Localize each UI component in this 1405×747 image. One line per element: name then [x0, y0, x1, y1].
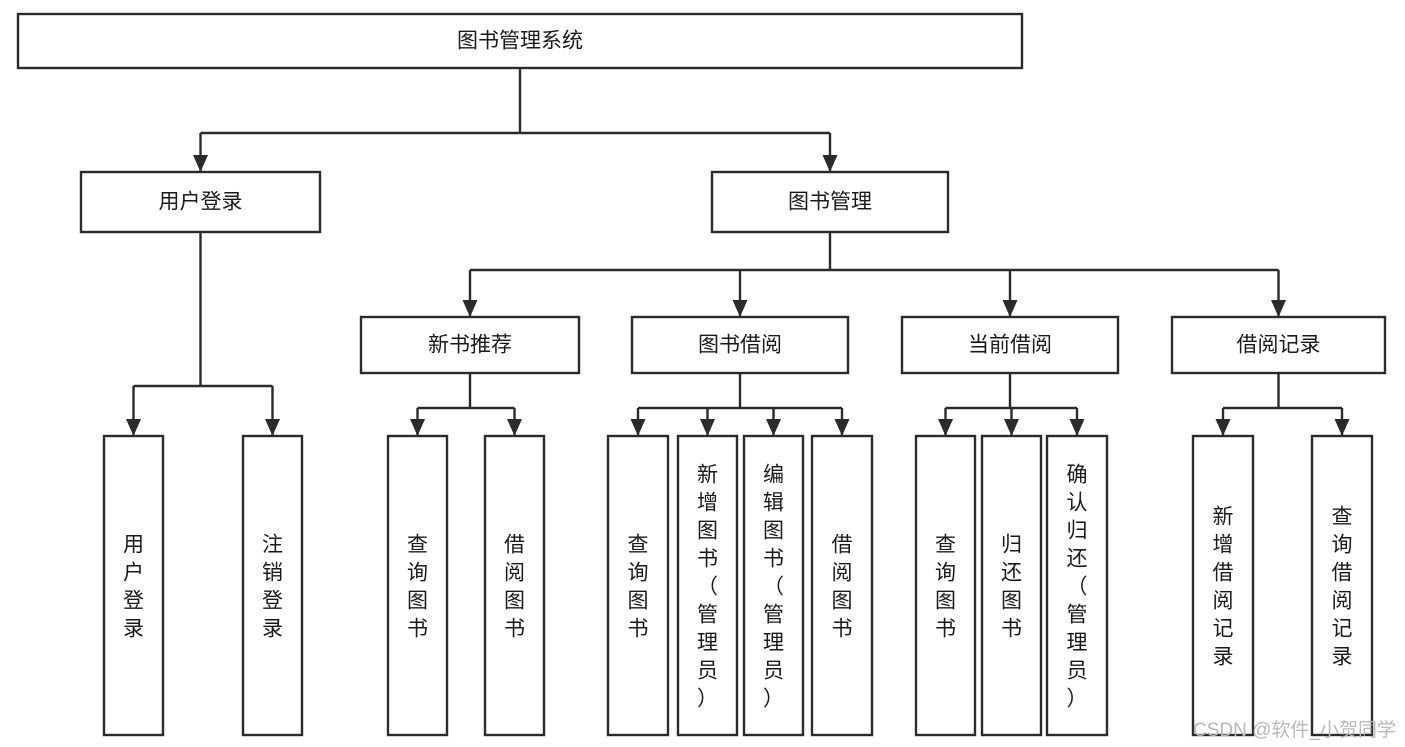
- node-label-leaf-borrow-book-1: 借阅图书: [504, 533, 525, 640]
- arrow-head-icon: [507, 419, 522, 436]
- node-label-leaf-borrow-book-2: 借阅图书: [832, 533, 853, 640]
- arrow-head-icon: [193, 155, 208, 172]
- csdn-watermark: CSDN @软件_小贺同学: [1193, 719, 1396, 741]
- edge-group-new-book-rec: [410, 373, 522, 436]
- node-box-borrow-record[interactable]: [1170, 315, 1387, 375]
- node-layer: 图书管理系统用户登录图书管理新书推荐图书借阅当前借阅借阅记录用户登录注销登录查询…: [16, 12, 1387, 737]
- node-leaf-add-book[interactable]: 新增图书（管理员）: [676, 434, 739, 737]
- arrow-head-icon: [126, 419, 141, 436]
- node-label-borrow-record: 借阅记录: [1237, 334, 1321, 357]
- node-box-leaf-return-book[interactable]: [980, 434, 1043, 737]
- node-box-leaf-query-book-2[interactable]: [606, 434, 670, 737]
- node-label-leaf-query-book-2: 查询图书: [628, 533, 649, 640]
- arrow-head-icon: [732, 300, 748, 317]
- arrow-head-icon: [822, 155, 838, 172]
- node-box-leaf-query-record[interactable]: [1310, 434, 1374, 737]
- node-label-leaf-return-book: 归还图书: [1001, 533, 1022, 640]
- edge-group-book-borrow: [630, 373, 850, 436]
- node-box-leaf-logout[interactable]: [241, 434, 304, 737]
- node-label-leaf-logout: 注销登录: [262, 533, 283, 640]
- node-box-leaf-borrow-book-1[interactable]: [483, 434, 546, 737]
- node-leaf-edit-book[interactable]: 编辑图书（管理员）: [742, 434, 805, 737]
- arrow-head-icon: [1004, 419, 1019, 436]
- arrow-head-icon: [1334, 419, 1350, 436]
- node-leaf-query-record[interactable]: 查询借阅记录: [1310, 434, 1374, 737]
- arrow-head-icon: [1271, 300, 1286, 317]
- node-leaf-user-login[interactable]: 用户登录: [102, 434, 165, 737]
- node-current-borrow[interactable]: 当前借阅: [900, 315, 1120, 375]
- node-box-new-book-rec[interactable]: [359, 315, 581, 375]
- node-leaf-add-record[interactable]: 新增借阅记录: [1191, 434, 1255, 737]
- arrow-head-icon: [834, 419, 850, 436]
- edge-group-book-manage: [462, 232, 1286, 317]
- node-leaf-confirm-return[interactable]: 确认归还（管理员）: [1045, 434, 1109, 737]
- node-leaf-borrow-book-1[interactable]: 借阅图书: [483, 434, 546, 737]
- node-label-leaf-confirm-return: 确认归还（管理员）: [1067, 463, 1088, 710]
- node-leaf-logout[interactable]: 注销登录: [241, 434, 304, 737]
- arrow-head-icon: [766, 419, 781, 436]
- edge-group-current-borrow: [938, 373, 1085, 436]
- arrow-head-icon: [410, 419, 425, 436]
- node-box-leaf-query-book-1[interactable]: [386, 434, 449, 737]
- node-label-leaf-query-book-1: 查询图书: [407, 533, 428, 640]
- node-box-root[interactable]: [16, 12, 1024, 70]
- node-book-manage[interactable]: 图书管理: [710, 170, 950, 234]
- node-label-leaf-add-record: 新增借阅记录: [1213, 505, 1234, 668]
- edge-group-borrow-record: [1215, 373, 1350, 436]
- node-label-book-borrow: 图书借阅: [698, 334, 782, 357]
- node-label-leaf-query-record: 查询借阅记录: [1332, 505, 1353, 668]
- node-box-user-login[interactable]: [79, 170, 322, 234]
- node-leaf-return-book[interactable]: 归还图书: [980, 434, 1043, 737]
- connector-layer: [126, 68, 1350, 436]
- node-label-user-login: 用户登录: [159, 191, 243, 214]
- edge-group-user-login: [126, 232, 280, 436]
- node-book-borrow[interactable]: 图书借阅: [630, 315, 850, 375]
- arrow-head-icon: [462, 300, 478, 317]
- node-label-leaf-query-book-3: 查询图书: [935, 533, 956, 640]
- node-label-leaf-user-login: 用户登录: [123, 533, 144, 640]
- node-leaf-borrow-book-2[interactable]: 借阅图书: [810, 434, 874, 737]
- arrow-head-icon: [938, 419, 953, 436]
- node-label-leaf-add-book: 新增图书（管理员）: [697, 463, 718, 710]
- node-user-login[interactable]: 用户登录: [79, 170, 322, 234]
- arrow-head-icon: [1002, 300, 1018, 317]
- node-new-book-rec[interactable]: 新书推荐: [359, 315, 581, 375]
- node-box-leaf-edit-book[interactable]: [742, 434, 805, 737]
- node-borrow-record[interactable]: 借阅记录: [1170, 315, 1387, 375]
- node-box-current-borrow[interactable]: [900, 315, 1120, 375]
- arrow-head-icon: [1069, 419, 1085, 436]
- node-label-new-book-rec: 新书推荐: [428, 334, 512, 357]
- arrow-head-icon: [1215, 419, 1231, 436]
- node-label-book-manage: 图书管理: [788, 191, 872, 214]
- node-leaf-query-book-3[interactable]: 查询图书: [914, 434, 977, 737]
- arrow-head-icon: [630, 419, 646, 436]
- node-box-book-borrow[interactable]: [630, 315, 850, 375]
- node-box-leaf-user-login[interactable]: [102, 434, 165, 737]
- node-label-leaf-edit-book: 编辑图书（管理员）: [763, 463, 784, 710]
- edge-group-root: [193, 68, 838, 172]
- node-box-leaf-add-record[interactable]: [1191, 434, 1255, 737]
- node-box-leaf-add-book[interactable]: [676, 434, 739, 737]
- node-root[interactable]: 图书管理系统: [16, 12, 1024, 70]
- node-box-leaf-borrow-book-2[interactable]: [810, 434, 874, 737]
- node-label-root: 图书管理系统: [457, 30, 583, 53]
- node-leaf-query-book-1[interactable]: 查询图书: [386, 434, 449, 737]
- node-box-leaf-confirm-return[interactable]: [1045, 434, 1109, 737]
- node-leaf-query-book-2[interactable]: 查询图书: [606, 434, 670, 737]
- node-label-current-borrow: 当前借阅: [968, 334, 1052, 357]
- node-box-book-manage[interactable]: [710, 170, 950, 234]
- node-box-leaf-query-book-3[interactable]: [914, 434, 977, 737]
- arrow-head-icon: [265, 419, 280, 436]
- arrow-head-icon: [700, 419, 715, 436]
